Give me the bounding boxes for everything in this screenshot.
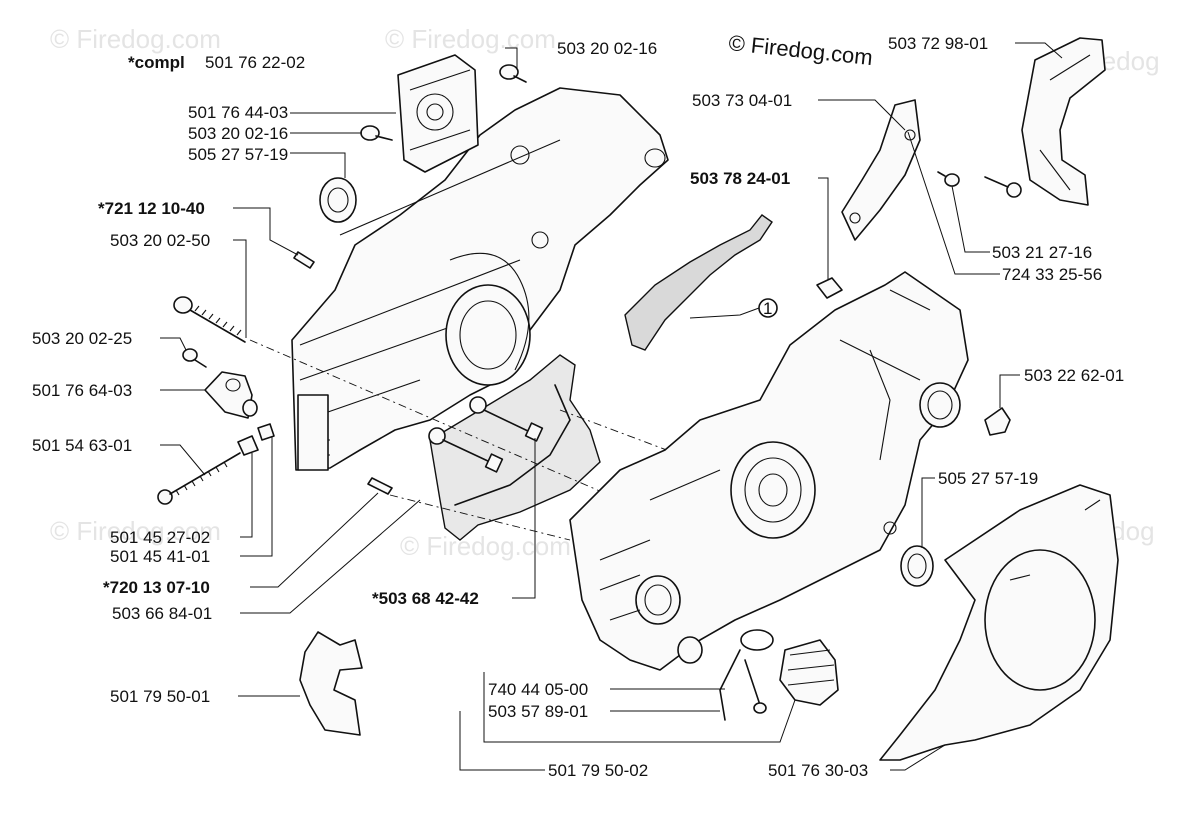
oil-filler-plug — [740, 629, 839, 706]
label-503729801: 503 72 98-01 — [888, 34, 988, 53]
crankcase-bolts — [428, 396, 544, 473]
assembly-axis-line-2 — [389, 494, 571, 541]
dowel-pin-bottom — [367, 477, 393, 495]
seal-left — [319, 177, 357, 223]
label-501546301: 501 54 63-01 — [32, 436, 132, 455]
watermark-5: © Firedog.com — [400, 531, 571, 561]
retaining-clip — [984, 407, 1011, 436]
chain-deflector — [841, 99, 921, 241]
cylinder-cover-guard — [1021, 37, 1106, 206]
callout-number: 1 — [763, 299, 772, 318]
screw-top — [499, 64, 527, 83]
label-503200250: 503 20 02-50 — [110, 231, 210, 250]
label-501452702: 501 45 27-02 — [110, 528, 210, 547]
label-505275719-right: 505 27 57-19 — [938, 469, 1038, 488]
assembly-axis-line-3 — [559, 409, 881, 531]
label-503226201: 503 22 62-01 — [1024, 366, 1124, 385]
seal-right — [900, 545, 934, 587]
label-503730401: 503 73 04-01 — [692, 91, 792, 110]
label-505275719-left: 505 27 57-19 — [188, 145, 288, 164]
rubber-grommet — [816, 277, 843, 299]
label-740440500: 740 44 05-00 — [488, 680, 588, 699]
crankcase-gasket-lower — [429, 354, 601, 541]
dowel-pin-top — [293, 251, 315, 269]
label-501795002: 501 79 50-02 — [548, 761, 648, 780]
label-503578901: 503 57 89-01 — [488, 702, 588, 721]
label-501764403: 501 76 44-03 — [188, 103, 288, 122]
part-labels: *compl 501 76 22-02 503 20 02-16 501 76 … — [32, 34, 1124, 780]
label-503200225: 503 20 02-25 — [32, 329, 132, 348]
label-501766403: 501 76 64-03 — [32, 381, 132, 400]
left-crankcase-half — [291, 87, 669, 471]
label-501454101: 501 45 41-01 — [110, 547, 210, 566]
label-501795001: 501 79 50-01 — [110, 687, 210, 706]
chain-tensioner-bracket — [204, 371, 258, 419]
label-720130710: *720 13 07-10 — [103, 578, 210, 597]
label-503684242: *503 68 42-42 — [372, 589, 479, 608]
screw-724332556 — [937, 171, 960, 187]
watermark-1: © Firedog.com — [50, 24, 221, 54]
screw-503212716 — [984, 176, 1022, 198]
label-501763003: 501 76 30-03 — [768, 761, 868, 780]
label-503200216-top: 503 20 02-16 — [557, 39, 657, 58]
right-crankcase-half — [569, 271, 969, 671]
label-501762202: 501 76 22-02 — [205, 53, 305, 72]
crankcase-gasket-upper — [624, 214, 773, 351]
label-compl-prefix: *compl — [128, 53, 185, 72]
label-503200216-mid: 503 20 02-16 — [188, 124, 288, 143]
starter-side-cover — [879, 484, 1119, 761]
adjusting-screw — [157, 452, 241, 505]
label-503668401: 503 66 84-01 — [112, 604, 212, 623]
watermark-2: © Firedog.com — [385, 24, 556, 54]
watermark-4: © Firedog.com — [50, 516, 221, 546]
label-724332556: 724 33 25-56 — [1002, 265, 1102, 284]
label-721121040: *721 12 10-40 — [98, 199, 205, 218]
label-503212716: 503 21 27-16 — [992, 243, 1092, 262]
small-screw — [182, 348, 207, 368]
plug-strap — [719, 649, 767, 721]
copyright-notice: © Firedog.com — [727, 30, 873, 70]
nut-parts — [237, 423, 275, 456]
screw-mid — [360, 125, 393, 141]
bumper-spike — [299, 631, 363, 736]
top-cover-plate — [397, 54, 479, 173]
label-503782401: 503 78 24-01 — [690, 169, 790, 188]
long-screw — [173, 296, 246, 343]
leader-lines — [160, 42, 1063, 771]
